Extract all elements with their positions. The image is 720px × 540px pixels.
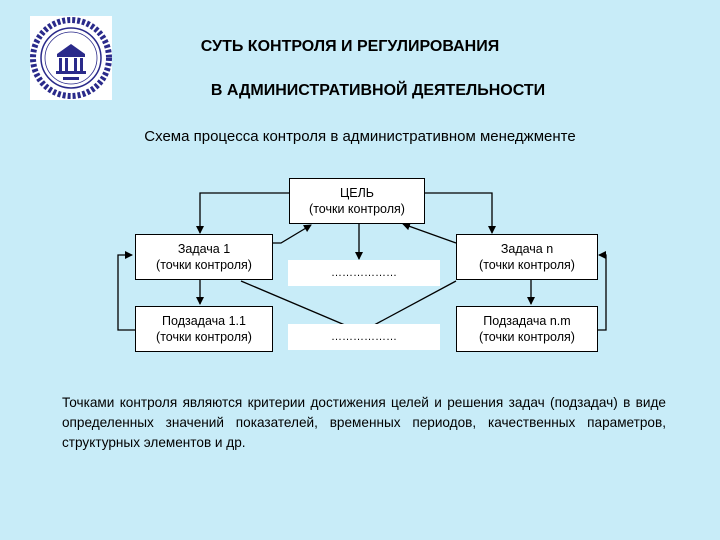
subtask-1-1-label: Подзадача 1.1 — [162, 314, 246, 328]
task-n-sublabel: (точки контроля) — [479, 258, 575, 272]
arrow-task1-to-bottom-dots — [240, 280, 360, 332]
task-1-box: Задача 1 (точки контроля) — [135, 234, 273, 280]
explanation-paragraph: Точками контроля являются критерии дости… — [62, 395, 666, 450]
goal-label: ЦЕЛЬ — [340, 186, 374, 200]
arrow-taskn-to-goal — [402, 222, 457, 244]
subtask-1-1-box: Подзадача 1.1 (точки контроля) — [135, 306, 273, 352]
task-n-box: Задача n (точки контроля) — [456, 234, 598, 280]
arrow-taskn-to-bottom-dots — [362, 280, 457, 332]
goal-box: ЦЕЛЬ (точки контроля) — [289, 178, 425, 224]
subtask-1-1-sublabel: (точки контроля) — [156, 330, 252, 344]
subtask-n-m-box: Подзадача n.m (точки контроля) — [456, 306, 598, 352]
page-title-line-1: СУТЬ КОНТРОЛЯ И РЕГУЛИРОВАНИЯ — [200, 38, 500, 55]
arrow-task1-to-goal — [271, 224, 312, 244]
university-emblem-icon — [30, 16, 112, 100]
arrow-subtask11-feedback — [117, 251, 135, 331]
dots-placeholder-bottom: ……………… — [288, 324, 440, 350]
diagram-caption: Схема процесса контроля в административн… — [144, 128, 576, 145]
page-title-line-2: В АДМИНИСТРАТИВНОЙ ДЕЯТЕЛЬНОСТИ — [210, 82, 546, 99]
arrow-subtasknm-feedback — [596, 251, 607, 331]
arrow-goal-to-task1 — [196, 192, 289, 234]
task-1-sublabel: (точки контроля) — [156, 258, 252, 272]
subtask-n-m-sublabel: (точки контроля) — [479, 330, 575, 344]
task-1-label: Задача 1 — [177, 242, 231, 256]
dots-placeholder-top: ……………… — [288, 260, 440, 286]
subtask-n-m-label: Подзадача n.m — [483, 314, 571, 328]
task-n-label: Задача n — [500, 242, 554, 256]
arrow-goal-to-taskn — [423, 192, 496, 234]
goal-sublabel: (точки контроля) — [309, 202, 405, 216]
